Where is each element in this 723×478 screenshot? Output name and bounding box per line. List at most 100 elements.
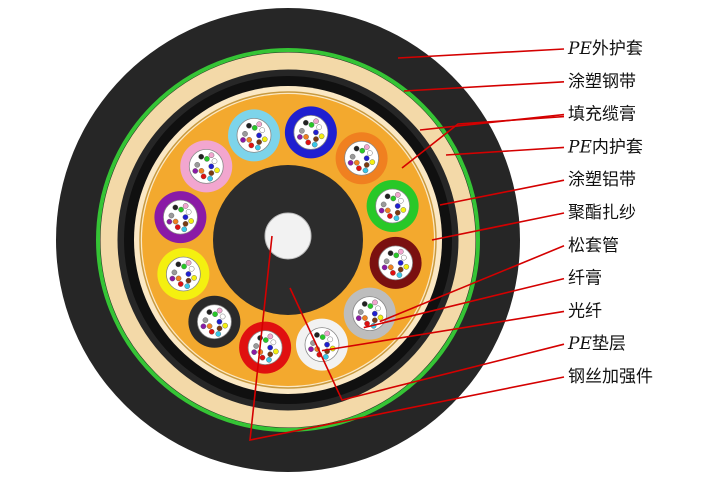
optical-fiber bbox=[175, 261, 182, 268]
optical-fiber bbox=[166, 218, 173, 225]
label-10: 钢丝加强件 bbox=[568, 367, 653, 387]
optical-fiber bbox=[383, 258, 390, 265]
leader-optical-fiber bbox=[321, 310, 565, 352]
optical-fiber bbox=[214, 167, 220, 174]
optical-fiber bbox=[313, 136, 319, 142]
fiber-gel bbox=[188, 148, 224, 184]
fiber-gel bbox=[163, 199, 198, 235]
label-text: 钢丝加强件 bbox=[568, 367, 653, 387]
leader-loose-tube bbox=[379, 245, 565, 323]
optical-fiber bbox=[181, 263, 187, 270]
optical-fiber bbox=[177, 281, 184, 287]
optical-fiber bbox=[215, 331, 222, 337]
optical-fiber bbox=[367, 303, 374, 309]
optical-fiber bbox=[364, 320, 370, 327]
optical-fiber bbox=[311, 141, 318, 148]
optical-fiber bbox=[202, 317, 209, 323]
optical-fiber bbox=[256, 139, 262, 145]
optical-fiber bbox=[394, 209, 401, 216]
label-text: 内护套 bbox=[592, 137, 643, 157]
optical-fiber bbox=[182, 203, 189, 209]
optical-fiber bbox=[185, 277, 192, 284]
optical-fiber bbox=[198, 168, 205, 174]
optical-fiber bbox=[248, 142, 255, 149]
fiber-gel bbox=[352, 296, 388, 332]
label-text: 聚酯扎纱 bbox=[568, 203, 636, 223]
optical-fiber bbox=[314, 332, 320, 338]
optical-fiber bbox=[349, 153, 356, 160]
optical-fiber bbox=[384, 207, 391, 214]
loose-tube-green bbox=[366, 180, 419, 233]
optical-fiber bbox=[208, 170, 215, 176]
optical-fiber bbox=[267, 333, 274, 340]
optical-fiber bbox=[308, 346, 314, 352]
leader-pe-bedding bbox=[289, 287, 565, 401]
optical-fiber bbox=[387, 213, 393, 219]
optical-fiber bbox=[357, 309, 364, 315]
optical-fiber bbox=[267, 344, 273, 351]
optical-fiber bbox=[261, 136, 268, 143]
optical-fiber bbox=[216, 318, 223, 325]
optical-fiber bbox=[172, 204, 179, 211]
label-text: 光纤 bbox=[568, 301, 602, 321]
label-3: PE内护套 bbox=[567, 137, 643, 157]
optical-fiber bbox=[356, 165, 362, 172]
leader-steel-tape bbox=[403, 81, 565, 92]
loose-tube-violet bbox=[154, 191, 207, 244]
optical-fiber bbox=[400, 207, 407, 213]
optical-fiber bbox=[270, 339, 277, 346]
optical-fiber bbox=[175, 275, 182, 282]
optical-fiber bbox=[384, 193, 391, 200]
optical-fiber bbox=[188, 265, 195, 272]
optical-fiber bbox=[267, 351, 274, 358]
optical-fiber bbox=[185, 209, 192, 215]
leader-strength-member bbox=[249, 235, 565, 441]
optical-fiber bbox=[381, 264, 388, 271]
leader-inner-sheath bbox=[445, 146, 565, 156]
optical-fiber bbox=[262, 337, 269, 343]
optical-fiber bbox=[387, 264, 394, 271]
optical-fiber bbox=[222, 322, 228, 329]
yarn-binder-ring bbox=[139, 91, 437, 389]
loose-tube-brown bbox=[369, 236, 422, 289]
optical-fiber bbox=[246, 136, 252, 143]
fiber-gel bbox=[196, 304, 232, 340]
optical-fiber bbox=[200, 173, 207, 180]
label-6: 松套管 bbox=[568, 236, 619, 256]
optical-fiber bbox=[323, 354, 329, 360]
label-prefix: PE bbox=[567, 137, 592, 157]
optical-fiber bbox=[372, 317, 378, 324]
label-text: 松套管 bbox=[568, 236, 619, 256]
loose-tube-orange bbox=[335, 132, 388, 185]
optical-fiber bbox=[188, 218, 194, 224]
optical-fiber bbox=[390, 270, 396, 276]
cable-layers bbox=[56, 8, 520, 472]
optical-fiber bbox=[397, 266, 404, 273]
label-0: PE外护套 bbox=[567, 39, 643, 59]
optical-fiber bbox=[256, 132, 262, 139]
optical-fiber bbox=[240, 137, 246, 143]
optical-fiber bbox=[246, 122, 252, 129]
optical-fiber bbox=[182, 214, 189, 220]
optical-fiber bbox=[371, 310, 378, 317]
optical-fiber bbox=[324, 341, 330, 348]
optical-fiber bbox=[216, 325, 223, 332]
optical-fiber bbox=[169, 275, 176, 282]
optical-fiber bbox=[403, 263, 410, 270]
optical-fiber bbox=[353, 145, 360, 152]
optical-fiber bbox=[191, 275, 197, 281]
label-text: 涂塑钢带 bbox=[568, 72, 636, 92]
optical-fiber bbox=[194, 162, 201, 168]
optical-fiber bbox=[395, 192, 401, 198]
optical-fiber bbox=[253, 343, 259, 349]
optical-fiber bbox=[192, 168, 199, 174]
optical-fiber bbox=[178, 206, 184, 213]
optical-fiber bbox=[208, 163, 215, 170]
optical-fiber bbox=[184, 283, 191, 289]
optical-fiber bbox=[251, 349, 257, 355]
optical-fiber bbox=[198, 153, 205, 160]
label-text: 填充缆膏 bbox=[568, 104, 636, 125]
optical-fiber bbox=[259, 127, 266, 133]
optical-fiber bbox=[256, 121, 263, 127]
